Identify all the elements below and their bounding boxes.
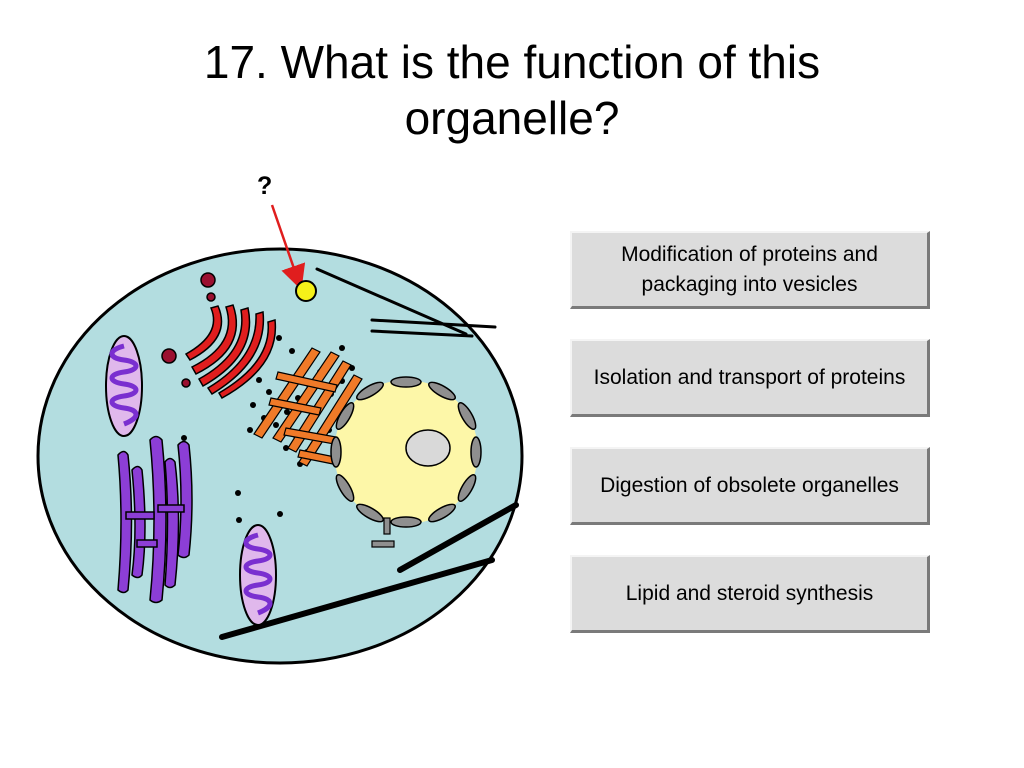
answer-option-4[interactable]: Lipid and steroid synthesis	[570, 555, 930, 633]
centriole	[371, 517, 395, 548]
pointer-arrow	[270, 204, 306, 291]
mitochondrion-lower	[239, 524, 277, 626]
free-ribosomes	[181, 435, 283, 523]
pointer-label: ?	[257, 172, 273, 200]
golgi-vesicles	[161, 272, 216, 388]
target-organelle[interactable]	[295, 280, 317, 302]
question-title: 17. What is the function of this organel…	[0, 34, 1024, 146]
microfilaments	[219, 502, 519, 640]
golgi-apparatus	[184, 304, 277, 400]
question-line-1: 17. What is the function of this	[203, 36, 821, 88]
nucleolus	[405, 429, 451, 467]
cytoskeleton-bundle	[117, 435, 193, 604]
mitochondrion-upper	[105, 335, 143, 437]
answer-option-2-label: Isolation and transport of proteins	[593, 365, 906, 389]
question-line-2: organelle?	[404, 92, 620, 144]
answer-option-2[interactable]: Isolation and transport of proteins	[570, 339, 930, 417]
filaments	[315, 267, 497, 338]
answer-option-4-label: Lipid and steroid synthesis	[625, 581, 874, 605]
nucleus	[330, 376, 482, 528]
answer-option-3-label: Digestion of obsolete organelles	[600, 473, 899, 497]
answer-option-3[interactable]: Digestion of obsolete organelles	[570, 447, 930, 525]
rough-er	[253, 347, 363, 467]
answer-option-1[interactable]: Modification of proteins and packaging i…	[570, 231, 930, 309]
answer-option-1-label: Modification of proteins and packaging i…	[621, 242, 878, 296]
